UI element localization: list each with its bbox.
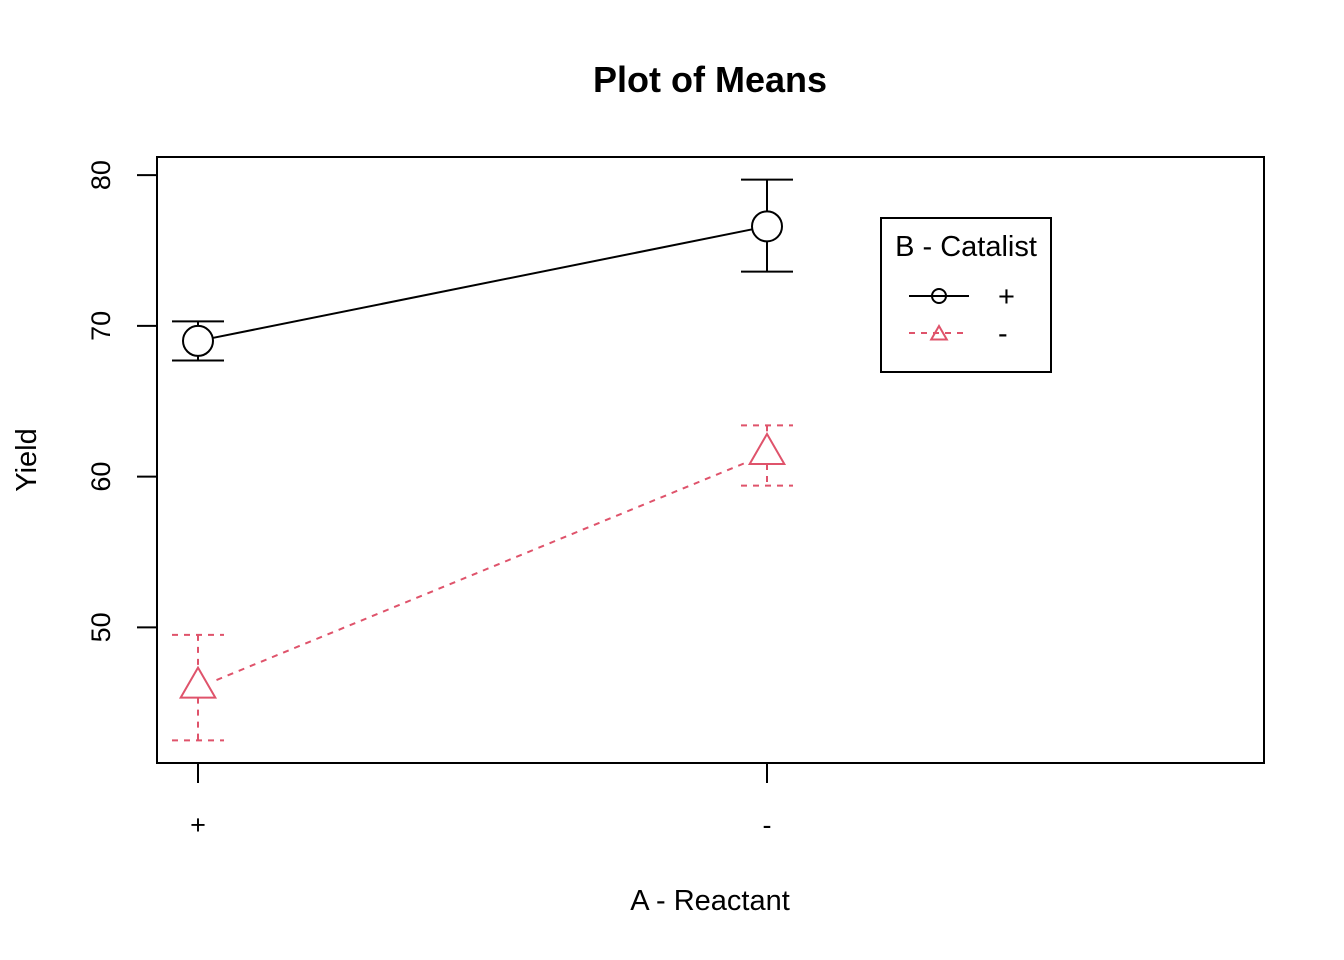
chart-title: Plot of Means bbox=[593, 59, 827, 100]
y-tick-label-3: 80 bbox=[86, 160, 116, 190]
plot-frame bbox=[156, 156, 1265, 764]
y-axis-label: Yield bbox=[11, 428, 43, 491]
series-1-point-1 bbox=[747, 431, 787, 465]
legend-label-1: - bbox=[998, 318, 1008, 350]
series-0 bbox=[172, 178, 793, 362]
y-axis: 50 60 70 80 bbox=[86, 160, 157, 642]
series-1-point-0 bbox=[178, 665, 218, 699]
x-tick-label-0: + bbox=[190, 810, 206, 840]
series-1-line bbox=[216, 460, 749, 681]
x-axis-label: A - Reactant bbox=[630, 885, 790, 917]
series-1 bbox=[172, 424, 793, 742]
x-axis: +- bbox=[190, 763, 772, 840]
x-tick-label-1: - bbox=[763, 810, 772, 840]
legend: B - Catalist +- bbox=[880, 217, 1052, 373]
y-tick-label-1: 60 bbox=[86, 462, 116, 492]
series-0-point-0 bbox=[182, 324, 214, 357]
series-0-point-1 bbox=[751, 210, 783, 243]
legend-label-0: + bbox=[998, 281, 1015, 313]
y-tick-label-2: 70 bbox=[86, 311, 116, 341]
legend-marker-0 bbox=[931, 288, 947, 304]
legend-title: B - Catalist bbox=[895, 231, 1037, 263]
series-0-line bbox=[212, 228, 753, 339]
series-layer bbox=[172, 178, 793, 742]
legend-entries: +- bbox=[909, 281, 1015, 350]
y-tick-label-0: 50 bbox=[86, 612, 116, 642]
legend-marker-1 bbox=[929, 323, 949, 341]
